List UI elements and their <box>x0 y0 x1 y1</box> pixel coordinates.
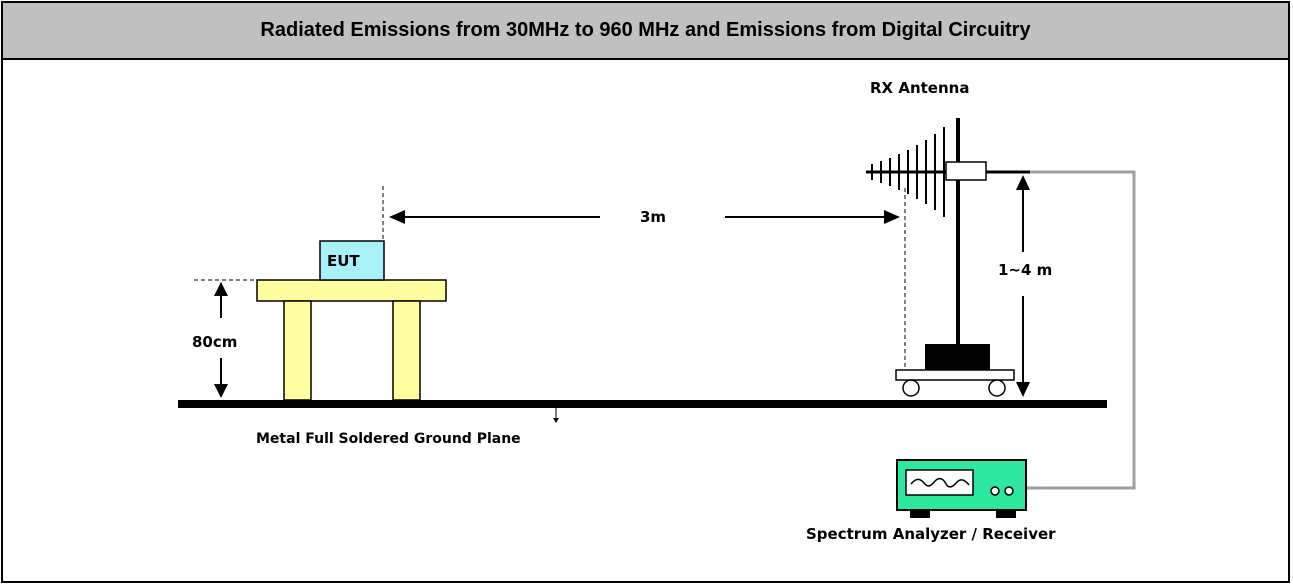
mast-pole <box>956 118 960 344</box>
antenna-height-arrowhead-up <box>1016 175 1030 190</box>
antenna-height-arrowhead-down <box>1016 382 1030 397</box>
table-leg-left <box>283 300 312 401</box>
eut-box <box>319 240 385 281</box>
eut-label: EUT <box>327 252 360 270</box>
antenna-height-label: 1~4 m <box>998 261 1052 279</box>
table-leg-right <box>392 300 421 401</box>
cart-wheel-left <box>902 379 920 397</box>
distance-arrowhead-right <box>884 210 900 224</box>
antenna-cart <box>895 369 1015 381</box>
table-height-arrowhead-down <box>214 384 228 398</box>
antenna-balun <box>945 161 987 181</box>
table-height-label: 80cm <box>192 333 237 351</box>
coax-cable <box>1020 170 1136 490</box>
antenna-mast <box>895 118 1015 397</box>
spectrum-analyzer-label: Spectrum Analyzer / Receiver <box>806 525 1056 543</box>
mast-base <box>925 344 990 370</box>
table-top <box>256 279 447 302</box>
ground-plane-label: Metal Full Soldered Ground Plane <box>256 431 521 447</box>
cart-wheel-right <box>988 379 1006 397</box>
antenna-label: RX Antenna <box>870 79 969 97</box>
diagram-title: Radiated Emissions from 30MHz to 960 MHz… <box>3 3 1288 60</box>
table-height-arrowhead-up <box>214 282 228 296</box>
ground-plane-pointer-head <box>553 418 559 423</box>
ground-plane <box>178 400 1107 408</box>
distance-label: 3m <box>640 208 666 226</box>
spectrum-analyzer-icon <box>896 459 1027 518</box>
distance-arrowhead-left <box>389 210 405 224</box>
table <box>256 279 447 401</box>
